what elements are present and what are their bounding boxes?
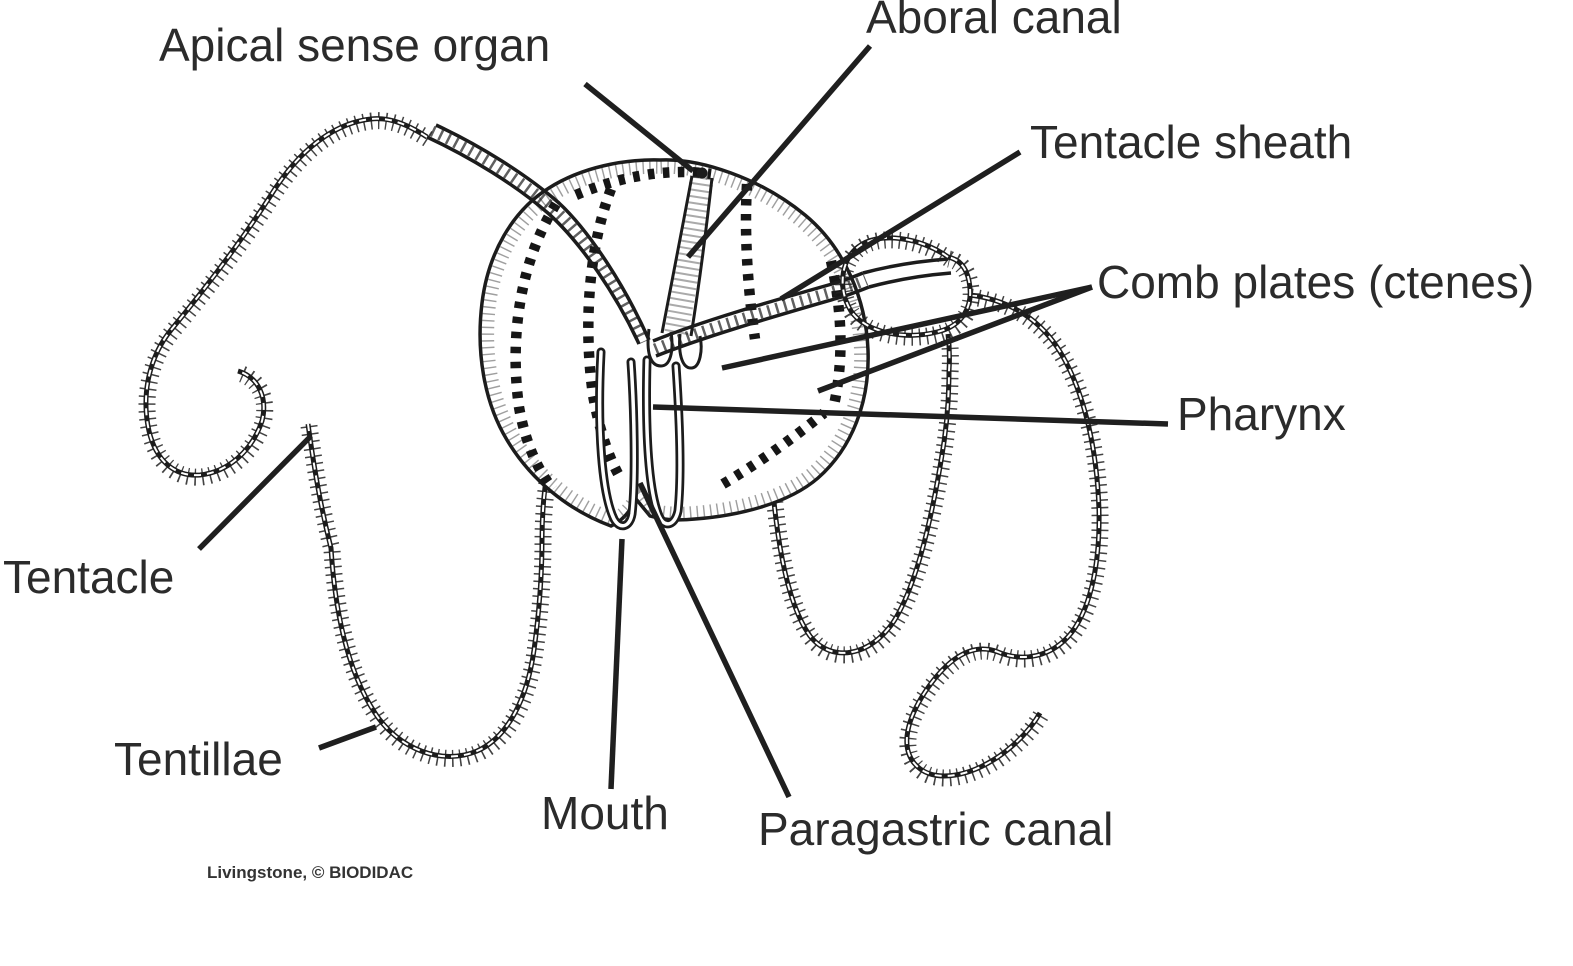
comb-row-apex — [573, 166, 712, 200]
leader-comb-plates-b — [817, 284, 1093, 394]
leader-lines — [197, 44, 1169, 799]
label-pharynx: Pharynx — [1177, 388, 1346, 440]
aboral-canal-left-edge — [660, 175, 694, 334]
leader-mouth — [608, 538, 625, 790]
left-tentacle-highlight — [144, 117, 428, 477]
right-tentacle-outer-loop-highlight — [905, 294, 1101, 777]
stomach-finger-left — [646, 328, 674, 368]
label-apical-sense-organ: Apical sense organ — [159, 19, 551, 71]
comb-row-left-inner — [583, 187, 626, 482]
comb-row-right — [825, 259, 846, 407]
left-tentacle-loop — [305, 423, 557, 759]
aboral-canal-right-edge — [689, 177, 714, 337]
right-tentacle-base — [835, 231, 980, 346]
label-paragastric-canal: Paragastric canal — [758, 803, 1114, 855]
leader-tentacle-sheath — [779, 149, 1022, 302]
right-tentacle — [762, 288, 1109, 787]
leader-pharynx — [652, 404, 1169, 427]
label-tentillae: Tentillae — [114, 733, 283, 785]
tentacle-sheath-right-ext-b — [868, 271, 952, 289]
credit-text: Livingstone, © BIODIDAC — [207, 863, 414, 882]
pharynx-tube-right-lumen — [644, 358, 682, 526]
tentacle-sheath-left-wall-a — [426, 135, 641, 345]
comb-row-left-outer — [510, 201, 561, 493]
tentacle-sheath-right-wall-b — [655, 285, 870, 358]
body-outline — [478, 158, 870, 528]
leader-apical-sense-organ — [583, 81, 695, 174]
stomach-finger-right — [678, 333, 703, 370]
body — [426, 123, 952, 531]
tentacle-sheath-right-ext-a — [862, 257, 949, 275]
aboral-canal-stipple — [664, 175, 714, 337]
label-aboral-canal: Aboral canal — [866, 0, 1122, 43]
label-tentacle-sheath: Tentacle sheath — [1030, 116, 1353, 168]
apical-sense-organ-dot — [696, 167, 708, 179]
right-tentacle-base-loop-highlight — [841, 236, 972, 337]
label-comb-plates: Comb plates (ctenes) — [1097, 256, 1535, 308]
leader-comb-plates-a — [721, 284, 1093, 371]
right-tentacle-inner-loop-highlight — [769, 333, 951, 654]
tentacle-sheath-left-ladder — [429, 126, 650, 345]
label-tentacle: Tentacle — [3, 551, 175, 603]
comb-row-lower-right — [720, 408, 828, 489]
left-tentacle-loop-highlight — [307, 423, 555, 758]
leader-tentacle — [197, 434, 313, 551]
leader-aboral-canal — [685, 44, 873, 259]
left-tentacle — [138, 112, 564, 767]
tentacle-sheath-left-wall-b — [435, 123, 651, 341]
pharynx-tube-left-lumen — [597, 350, 636, 528]
label-mouth: Mouth — [541, 787, 669, 839]
leader-paragastric-canal — [637, 481, 792, 799]
leader-tentillae — [318, 724, 377, 751]
